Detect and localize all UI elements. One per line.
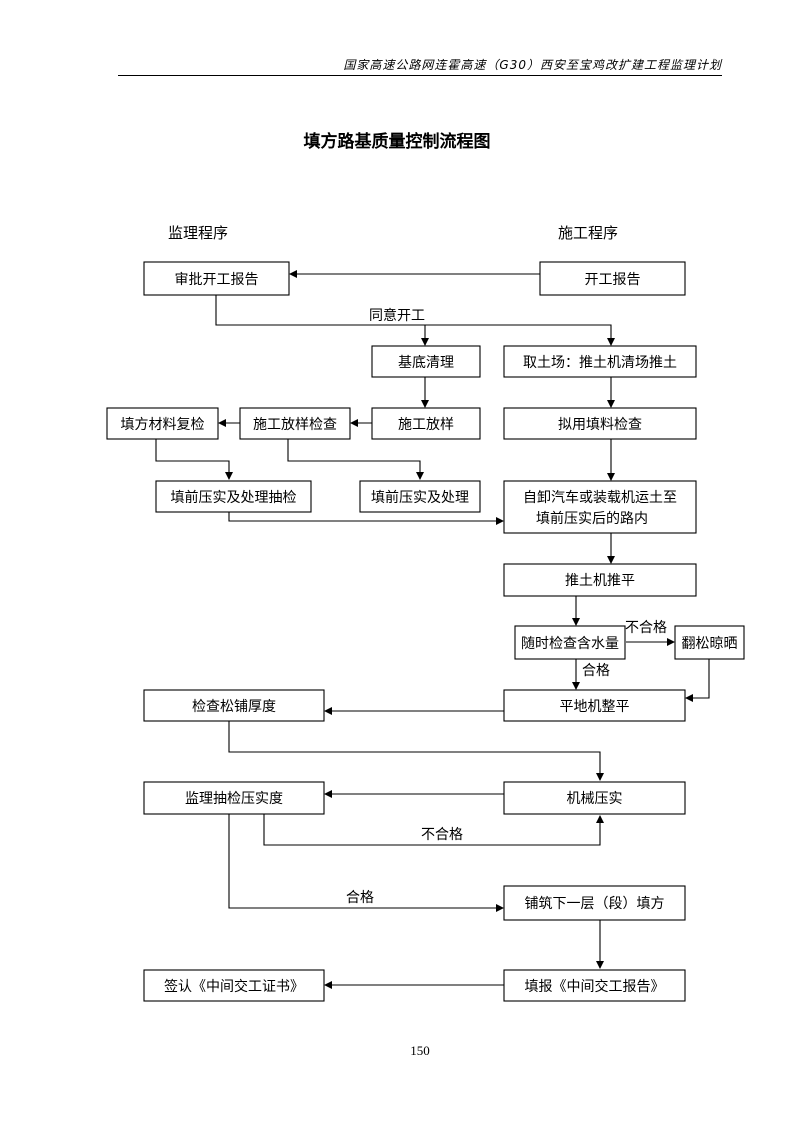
edge-pass-to-next-layer <box>228 814 504 912</box>
edge-label-compaction-pass: 合格 <box>346 890 374 906</box>
svg-text:施工放样: 施工放样 <box>398 417 454 433</box>
header-divider <box>118 75 722 76</box>
node-fill-material-check: 拟用填料检查 <box>503 407 697 440</box>
node-next-layer-fill: 铺筑下一层（段）填方 <box>503 885 686 921</box>
document-header: 国家高速公路网连霍高速（G30）西安至宝鸡改扩建工程监理计划 <box>343 58 722 72</box>
edge-thickness-to-compaction <box>228 721 604 781</box>
svg-text:填前压实及处理: 填前压实及处理 <box>371 489 469 506</box>
node-bulldozer-spread: 推土机推平 <box>503 563 697 597</box>
edges <box>155 270 710 989</box>
node-pre-fill-compaction: 填前压实及处理 <box>359 480 481 513</box>
node-grader-level: 平地机整平 <box>503 689 686 722</box>
page-number: 150 <box>410 1043 430 1058</box>
svg-text:开工报告: 开工报告 <box>585 272 641 288</box>
node-sign-certificate: 签认《中间交工证书》 <box>143 969 325 1002</box>
svg-text:填前压实后的路内: 填前压实后的路内 <box>536 510 648 527</box>
node-approve-report: 审批开工报告 <box>143 261 290 296</box>
svg-text:基底清理: 基底清理 <box>398 354 454 371</box>
svg-text:铺筑下一层（段）填方: 铺筑下一层（段）填方 <box>525 896 665 912</box>
edge-layout-check-to-compaction <box>287 439 424 480</box>
node-borrow-pit: 取土场：推土机清场推土 <box>503 345 697 378</box>
edge-approve-to-borrow-pit <box>215 295 615 346</box>
node-transport: 自卸汽车或装载机运土至 填前压实后的路内 <box>503 480 697 534</box>
svg-text:拟用填料检查: 拟用填料检查 <box>558 417 642 433</box>
svg-text:随时检查含水量: 随时检查含水量 <box>521 636 619 652</box>
svg-text:监理抽检压实度: 监理抽检压实度 <box>185 791 283 807</box>
edge-material-recheck-to-spot-check <box>155 439 233 480</box>
svg-text:审批开工报告: 审批开工报告 <box>175 272 259 288</box>
node-fill-report: 填报《中间交工报告》 <box>503 969 686 1002</box>
svg-text:签认《中间交工证书》: 签认《中间交工证书》 <box>164 978 304 995</box>
node-construction-layout: 施工放样 <box>371 407 481 440</box>
page-title: 填方路基质量控制流程图 <box>303 132 491 152</box>
edge-label-moisture-fail: 不合格 <box>625 620 667 636</box>
node-mechanical-compaction: 机械压实 <box>503 781 686 815</box>
svg-text:填前压实及处理抽检: 填前压实及处理抽检 <box>171 489 297 506</box>
node-loosen-dry: 翻松晾晒 <box>674 625 745 660</box>
node-layout-check: 施工放样检查 <box>239 407 351 440</box>
svg-text:填报《中间交工报告》: 填报《中间交工报告》 <box>525 978 665 995</box>
svg-text:自卸汽车或装载机运土至: 自卸汽车或装载机运土至 <box>523 489 677 506</box>
node-start-report: 开工报告 <box>539 261 686 296</box>
node-base-cleaning: 基底清理 <box>371 345 481 378</box>
edge-fail-back-to-compaction <box>263 814 604 846</box>
svg-text:翻松晾晒: 翻松晾晒 <box>682 636 738 652</box>
edge-spot-check-to-transport <box>228 512 504 525</box>
edge-label-compaction-fail: 不合格 <box>421 827 463 843</box>
svg-text:机械压实: 机械压实 <box>567 791 623 807</box>
node-fill-material-recheck: 填方材料复检 <box>106 407 219 440</box>
node-compaction-spot-check: 监理抽检压实度 <box>143 781 325 815</box>
edge-label-moisture-pass: 合格 <box>582 663 610 679</box>
column-label-supervision: 监理程序 <box>168 224 229 242</box>
node-pre-fill-spot-check: 填前压实及处理抽检 <box>155 480 312 513</box>
node-thickness-check: 检查松铺厚度 <box>143 689 325 722</box>
column-label-construction: 施工程序 <box>558 224 619 242</box>
svg-text:检查松铺厚度: 检查松铺厚度 <box>192 699 276 715</box>
edge-loosen-to-grader <box>685 659 710 702</box>
svg-text:取土场：推土机清场推土: 取土场：推土机清场推土 <box>523 355 677 371</box>
svg-text:填方材料复检: 填方材料复检 <box>121 416 205 433</box>
svg-text:施工放样检查: 施工放样检查 <box>253 417 337 433</box>
svg-text:平地机整平: 平地机整平 <box>560 699 630 715</box>
svg-text:推土机推平: 推土机推平 <box>565 573 635 589</box>
node-moisture-check: 随时检查含水量 <box>514 625 626 660</box>
edge-label-agree-start: 同意开工 <box>369 307 425 324</box>
